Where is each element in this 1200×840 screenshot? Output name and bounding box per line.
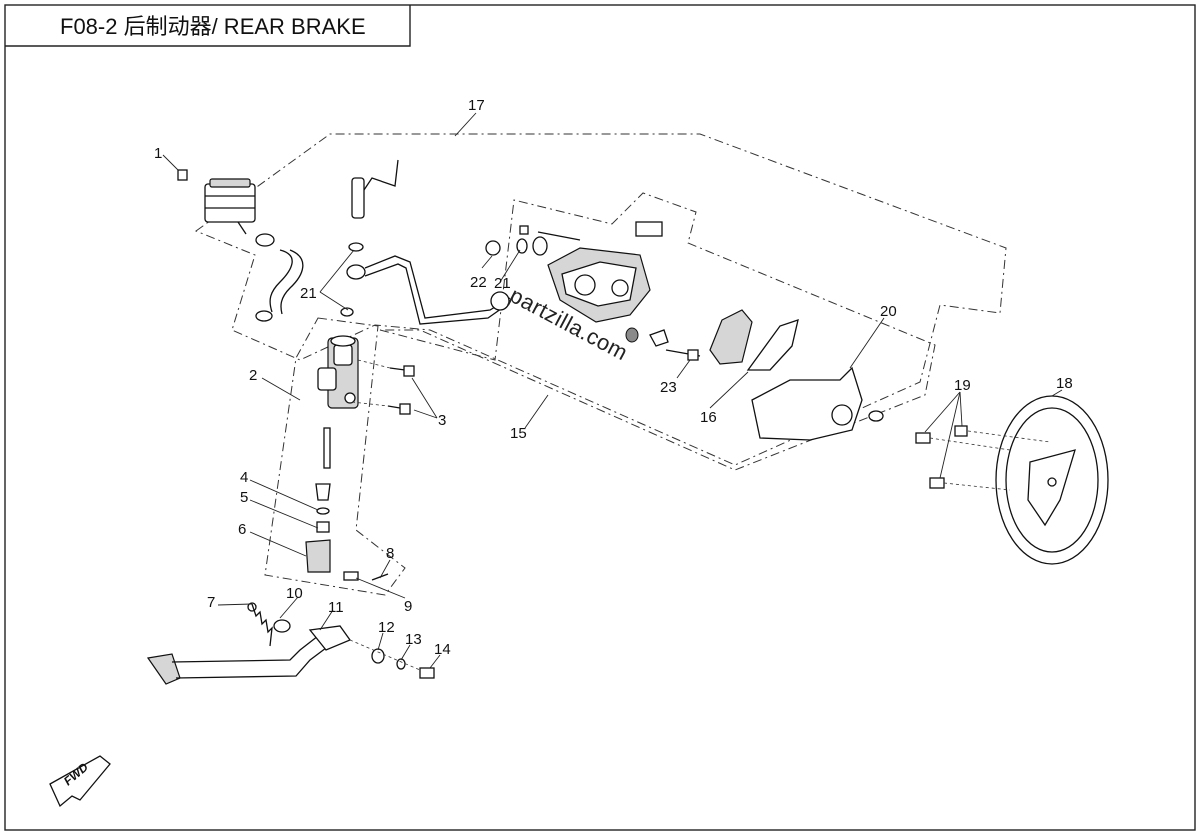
disc-bolts [915, 425, 1051, 491]
pedal-hardware [349, 639, 435, 679]
master-cylinder-bolts [351, 359, 415, 415]
callout-11: 11 [328, 599, 344, 616]
reservoir-hose [255, 233, 304, 322]
callout-10: 10 [286, 585, 303, 602]
callout-5: 5 [240, 489, 248, 506]
callout-3: 3 [438, 412, 446, 429]
caliper-bracket [751, 366, 884, 441]
callout-21a: 21 [300, 285, 317, 302]
callout-20: 20 [880, 303, 897, 320]
assembly-outline-2 [264, 317, 406, 596]
brake-pads [709, 309, 799, 371]
fwd-arrow-icon: FWD [49, 755, 111, 808]
return-spring [247, 602, 273, 647]
callout-15: 15 [510, 425, 527, 442]
brake-disc [995, 395, 1109, 565]
callout-1: 1 [154, 145, 162, 162]
leader-lines [162, 112, 1063, 669]
callout-23: 23 [660, 379, 677, 396]
brake-fluid-reservoir [177, 169, 256, 235]
callout-9: 9 [404, 598, 412, 615]
diagram-title: F08-2 后制动器/ REAR BRAKE [60, 14, 366, 39]
callout-8: 8 [386, 545, 394, 562]
clevis-pin [343, 571, 389, 581]
assembly-outline-17 [194, 133, 1007, 466]
callout-6: 6 [238, 521, 246, 538]
brake-caliper [485, 221, 701, 361]
callout-13: 13 [405, 631, 422, 648]
pushrod-parts [305, 507, 331, 573]
callout-12: 12 [378, 619, 395, 636]
assembly-outline-15 [379, 192, 936, 471]
callout-18: 18 [1056, 375, 1073, 392]
drawing-frame [4, 4, 1196, 831]
callout-16: 16 [700, 409, 717, 426]
callout-22: 22 [470, 274, 487, 291]
title-box [5, 5, 411, 47]
callout-4: 4 [240, 469, 248, 486]
callout-2: 2 [249, 367, 257, 384]
callout-7: 7 [207, 594, 215, 611]
callout-17: 17 [468, 97, 485, 114]
master-cylinder [315, 335, 359, 501]
callout-14: 14 [434, 641, 451, 658]
callout-19: 19 [954, 377, 971, 394]
callouts: 1 2 3 4 5 6 7 8 9 10 11 12 13 14 15 16 1… [154, 97, 1073, 658]
callout-21b: 21 [494, 275, 511, 292]
brake-line [340, 159, 511, 325]
brake-pedal [146, 619, 352, 685]
